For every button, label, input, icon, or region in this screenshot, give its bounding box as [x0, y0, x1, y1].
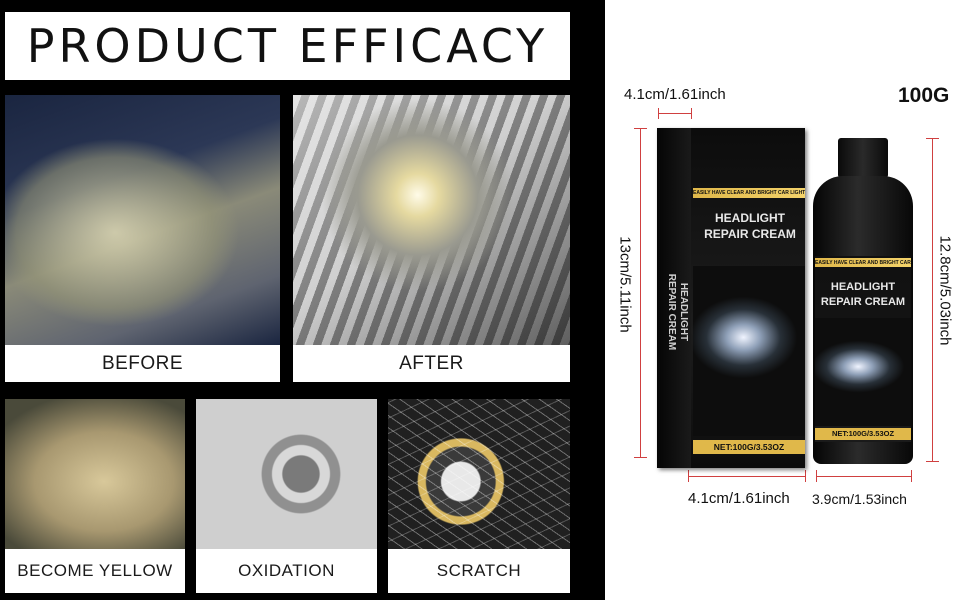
- scratch-headlight-photo: [388, 399, 570, 549]
- bottle-width-tick-left: [816, 470, 817, 482]
- title-banner: PRODUCT EFFICACY: [5, 12, 570, 80]
- scratch-label: SCRATCH: [388, 549, 570, 593]
- yellow-headlight-photo: [5, 399, 185, 549]
- box-product-title: HEADLIGHT REPAIR CREAM: [696, 210, 804, 242]
- before-label: BEFORE: [5, 345, 280, 382]
- box-top-width-line: [658, 113, 692, 114]
- after-headlight-photo: [293, 95, 570, 345]
- box-net-weight: NET:100G/3.53OZ: [693, 440, 805, 454]
- box-bottom-width-tick-right: [805, 470, 806, 482]
- bottle-cap: [838, 138, 888, 178]
- bottle-tagline: EASILY HAVE CLEAR AND BRIGHT CAR LIGHTS: [815, 260, 911, 266]
- product-box-side-text: HEADLIGHT REPAIR CREAM: [665, 267, 689, 357]
- box-height-line: [640, 128, 641, 458]
- box-gold-band: [693, 188, 805, 198]
- weight-label: 100G: [898, 84, 950, 107]
- box-side-line1: HEADLIGHT: [678, 282, 689, 342]
- box-height-text: 13cm/5.11inch: [616, 236, 634, 333]
- oxidation-label: OXIDATION: [196, 549, 377, 593]
- box-title-line1: HEADLIGHT: [715, 211, 785, 225]
- bottle-width-text: 3.9cm/1.53inch: [812, 491, 907, 507]
- bottle-width-line: [816, 476, 912, 477]
- box-top-width-tick-right: [691, 108, 692, 119]
- bottle-height-line: [932, 138, 933, 462]
- after-label: AFTER: [293, 345, 570, 382]
- before-headlight-photo: [5, 95, 280, 345]
- page-title: PRODUCT EFFICACY: [26, 19, 549, 73]
- product-box-side: [657, 128, 691, 468]
- scratch-overlay: [388, 399, 570, 549]
- oxidation-headlight-photo: [196, 399, 377, 549]
- bottle-car-image: [815, 318, 911, 426]
- bottle-height-tick-bottom: [926, 461, 939, 462]
- box-tagline: EASILY HAVE CLEAR AND BRIGHT CAR LIGHTS: [693, 190, 805, 196]
- box-title-line2: REPAIR CREAM: [704, 227, 796, 241]
- box-side-line2: REPAIR CREAM: [666, 273, 677, 351]
- bottle-net-weight: NET:100G/3.53OZ: [815, 428, 911, 440]
- bottle-title-line1: HEADLIGHT: [830, 281, 896, 293]
- become-yellow-label: BECOME YELLOW: [5, 549, 185, 593]
- box-height-tick-top: [634, 128, 647, 129]
- bottle-width-tick-right: [911, 470, 912, 482]
- box-height-tick-bottom: [634, 457, 647, 458]
- efficacy-panel: PRODUCT EFFICACY BEFORE AFTER BECOME YEL…: [0, 0, 605, 600]
- bottle-product-title: HEADLIGHT REPAIR CREAM: [815, 280, 911, 310]
- box-bottom-width-tick-left: [688, 470, 689, 482]
- bottle-height-tick-top: [926, 138, 939, 139]
- bottle-title-line2: REPAIR CREAM: [820, 296, 906, 308]
- box-top-width-text: 4.1cm/1.61inch: [624, 86, 726, 103]
- box-car-image: [693, 266, 805, 436]
- box-bottom-width-line: [688, 476, 806, 477]
- box-top-width-tick-left: [658, 108, 659, 119]
- bottle-height-text: 12.8cm/5.03inch: [936, 235, 954, 346]
- box-bottom-width-text: 4.1cm/1.61inch: [688, 490, 790, 507]
- bottle-gold-band: [815, 258, 911, 267]
